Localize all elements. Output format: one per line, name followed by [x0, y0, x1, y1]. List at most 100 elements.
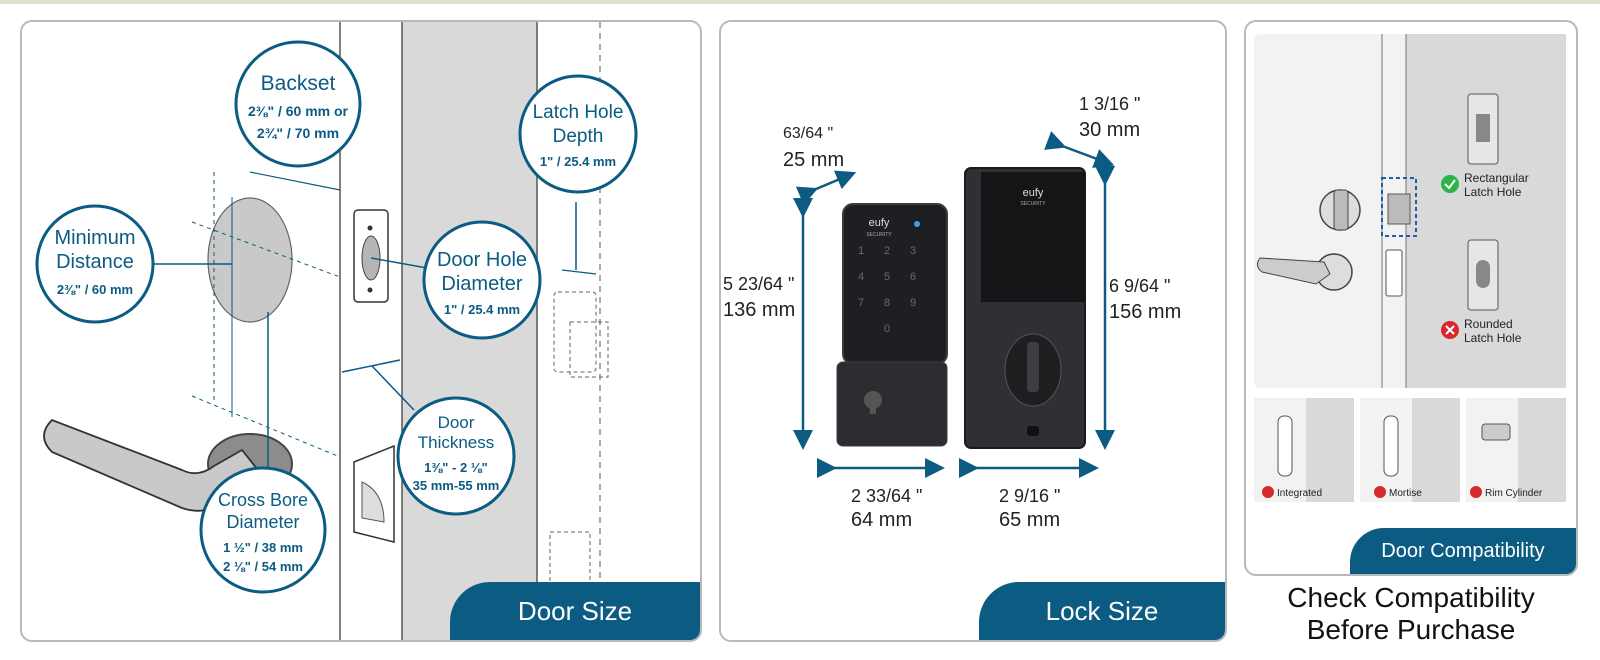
front-depth-arrow	[795, 170, 857, 206]
svg-text:1: 1	[858, 245, 864, 257]
back-width-imperial: 2 9/16 "	[999, 486, 1060, 506]
key-cylinder	[864, 391, 882, 409]
latch-hole-callout	[518, 74, 638, 194]
door-thickness-label-2: Thickness	[418, 433, 495, 452]
rim-cylinder-cross-icon	[1470, 486, 1482, 498]
battery-latch	[1027, 426, 1039, 436]
door-compatibility-tab: Door Compatibility	[1350, 528, 1576, 574]
guide-line	[191, 395, 341, 458]
svg-text:0: 0	[884, 323, 890, 335]
keypad-digits: 1 2 3 4 5 6 7 8 9 0	[858, 245, 916, 335]
min-distance-label-2: Distance	[56, 251, 134, 273]
backset-value-1: 2⅜" / 60 mm or	[248, 103, 349, 119]
rectangular-label-2: Latch Hole	[1464, 185, 1522, 199]
cross-mark	[1445, 325, 1455, 335]
svg-text:9: 9	[910, 297, 916, 309]
strike-plate	[1385, 249, 1403, 297]
back-depth-metric: 30 mm	[1079, 119, 1140, 141]
check-icon	[1441, 175, 1459, 193]
door-thickness-value-1: 1⅜" - 2 ⅛"	[424, 460, 488, 475]
keyway	[870, 402, 876, 414]
mortise-cross-icon	[1374, 486, 1386, 498]
back-width-metric: 65 mm	[999, 509, 1060, 531]
door-thickness-label-1: Door	[438, 413, 475, 432]
front-width-metric: 64 mm	[851, 509, 912, 531]
svg-text:3: 3	[910, 245, 916, 257]
svg-text:4: 4	[858, 271, 864, 283]
door-hole-callout	[422, 220, 542, 340]
min-distance-callout	[35, 204, 155, 324]
status-led	[914, 221, 920, 227]
rectangular-label-1: Rectangular	[1464, 171, 1529, 185]
brand-sub-back: SECURITY	[1020, 201, 1046, 207]
rounded-latch-hole	[1476, 260, 1490, 288]
brand-logo-front: eufy	[869, 217, 890, 229]
keypad-base	[836, 361, 948, 447]
front-height-metric: 136 mm	[723, 299, 795, 321]
deadbolt-turn	[1333, 189, 1349, 231]
back-depth-imperial: 1 3/16 "	[1079, 94, 1140, 114]
compatibility-diagram: Rectangular Latch Hole Rounded Latch Hol…	[1254, 34, 1566, 502]
cross-bore-label-2: Diameter	[226, 512, 299, 532]
cross-bore-label-1: Cross Bore	[218, 490, 308, 510]
door-edge-area	[1406, 34, 1566, 388]
rectangular-latch-hole	[1476, 114, 1490, 142]
backset-value-2: 2¾" / 70 mm	[257, 125, 339, 141]
front-depth-metric: 25 mm	[783, 149, 844, 171]
door-size-diagram: Backset 2⅜" / 60 mm or 2¾" / 70 mm Minim…	[35, 22, 638, 640]
guide-line	[191, 221, 341, 278]
screw	[367, 225, 373, 231]
door-compatibility-panel: Rectangular Latch Hole Rounded Latch Hol…	[1244, 20, 1578, 576]
front-height-imperial: 5 23/64 "	[723, 274, 794, 294]
lock-size-tab: Lock Size	[979, 582, 1225, 640]
svg-text:2: 2	[884, 245, 890, 257]
back-depth-arrow	[1044, 131, 1115, 168]
compatibility-caption: Check Compatibility Before Purchase	[1244, 582, 1578, 646]
mortise-label: Mortise	[1389, 488, 1422, 499]
latch-hole-label-2: Depth	[553, 126, 604, 147]
front-width-imperial: 2 33/64 "	[851, 486, 922, 506]
min-distance-value: 2⅜" / 60 mm	[57, 282, 133, 297]
min-distance-label-1: Minimum	[54, 227, 135, 249]
front-depth-imperial: 63/64 "	[783, 125, 833, 142]
svg-text:6: 6	[910, 271, 916, 283]
thickness-dim-line	[341, 359, 401, 373]
backset-dim-line	[249, 171, 341, 191]
brand-logo-back: eufy	[1023, 187, 1044, 199]
latch-highlight	[1381, 177, 1417, 237]
backset-callout	[234, 40, 362, 168]
screw	[367, 287, 373, 293]
caption-line-1: Check Compatibility	[1287, 582, 1535, 613]
thumb-turn	[1027, 342, 1039, 392]
strike-pocket	[361, 481, 385, 523]
latch-assembly-dashed	[549, 291, 609, 633]
rounded-label-2: Latch Hole	[1464, 331, 1522, 345]
integrated-label: Integrated	[1277, 488, 1322, 499]
keypad-front	[842, 203, 948, 365]
door-hole-leader	[370, 257, 428, 269]
svg-text:7: 7	[858, 297, 864, 309]
door-thickness-callout	[396, 396, 516, 516]
handle-lever	[1256, 257, 1331, 285]
interior-cover	[981, 172, 1085, 302]
latch-bolt	[1387, 193, 1411, 225]
integrated-cross-icon	[1262, 486, 1274, 498]
brand-sub-front: SECURITY	[866, 232, 892, 238]
door-hole-label-2: Diameter	[441, 273, 522, 295]
latch-depth-dim	[561, 269, 597, 275]
latch-hole-value: 1" / 25.4 mm	[540, 154, 616, 169]
cross-bore-value-1: 1 ½" / 38 mm	[223, 540, 303, 555]
svg-text:8: 8	[884, 297, 890, 309]
svg-text:5: 5	[884, 271, 890, 283]
cross-bore-callout	[199, 466, 327, 594]
thickness-leader	[371, 365, 415, 411]
backset-label: Backset	[261, 72, 336, 95]
cross-bore-hole	[207, 197, 293, 323]
check-mark	[1444, 179, 1456, 190]
rim-cylinder-label: Rim Cylinder	[1485, 488, 1543, 499]
top-strip	[0, 0, 1600, 4]
back-height-metric: 156 mm	[1109, 301, 1181, 323]
lock-type-thumbnails: Integrated Mortise Rim Cylinder	[1254, 398, 1566, 502]
door-hole-label-1: Door Hole	[437, 249, 527, 271]
door-hole-value: 1" / 25.4 mm	[444, 302, 520, 317]
